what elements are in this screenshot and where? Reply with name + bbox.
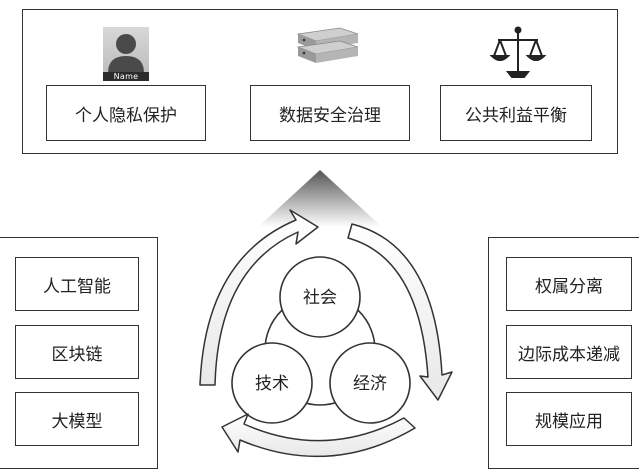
blockchain-box: 区块链 [15,325,139,379]
cycle-arrows [199,209,453,458]
scale-application-box: 规模应用 [506,392,632,446]
data-security-governance-box: 数据安全治理 [250,85,410,141]
scales-of-justice-icon [489,26,547,78]
rights-separation-box: 权属分离 [506,257,632,311]
circle-label-economy: 经济 [353,374,387,394]
circle-label-technology: 技术 [255,374,289,394]
avatar-name-tag: Name [103,72,149,81]
circle-label-society: 社会 [303,288,337,308]
public-interest-balance-box: 公共利益平衡 [440,85,592,141]
diminishing-marginal-cost-box: 边际成本递减 [506,325,632,379]
user-avatar-icon [103,27,149,73]
server-icon [296,27,359,63]
large-model-box: 大模型 [15,392,139,446]
artificial-intelligence-box: 人工智能 [15,257,139,311]
venn-diagram [231,256,411,424]
personal-privacy-box: 个人隐私保护 [46,85,206,141]
upward-arrow-triangle [258,170,382,227]
